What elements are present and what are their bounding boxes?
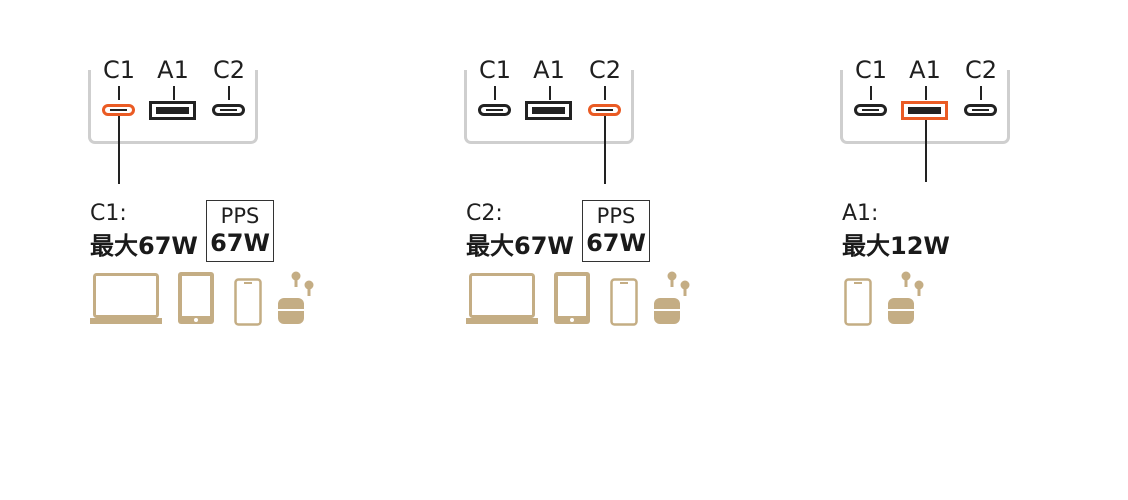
port-label-c2: C2 [212,56,246,84]
port-panel-c1: C1 A1 C2 C1: 最大67W PPS 67W [86,0,346,360]
usb-c-port-c1 [854,104,887,116]
label-tick-c1 [870,86,872,100]
charger-body [464,70,634,144]
port-label-c1: C1 [478,56,512,84]
earbuds-icon [654,271,690,324]
port-panel-a1: C1 A1 C2 A1: 最大12W [838,0,1098,360]
port-header: C2: [466,201,503,226]
port-panel-c2: C1 A1 C2 C2: 最大67W PPS 67W [462,0,722,360]
port-label-a1: A1 [533,56,565,84]
usb-a-port-a1 [525,101,572,120]
label-tick-a1 [549,86,551,100]
port-label-c2: C2 [588,56,622,84]
max-power: 最大12W [842,232,950,260]
phone-icon [234,278,262,326]
usb-c-port-c1 [478,104,511,116]
label-tick-c2 [604,86,606,100]
port-header: C1: [90,201,127,226]
port-header: A1: [842,201,879,226]
laptop-icon [466,273,538,324]
phone-icon [844,278,872,326]
usb-a-port-a1 [149,101,196,120]
pps-value: 67W [586,229,646,257]
port-label-c1: C1 [854,56,888,84]
leader-line [925,120,927,182]
label-tick-c2 [228,86,230,100]
label-tick-c1 [118,86,120,100]
pps-badge: PPS 67W [206,200,274,262]
port-label-c2: C2 [964,56,998,84]
usb-c-port-c2-highlighted [588,104,621,116]
usb-c-port-c2 [964,104,997,116]
earbuds-icon [888,271,924,324]
usb-c-port-c1-highlighted [102,104,135,116]
phone-icon [610,278,638,326]
port-label-a1: A1 [157,56,189,84]
label-tick-a1 [925,86,927,100]
label-tick-c2 [980,86,982,100]
usb-c-port-c2 [212,104,245,116]
earbuds-icon [278,271,314,324]
label-tick-a1 [173,86,175,100]
label-tick-c1 [494,86,496,100]
pps-label: PPS [220,204,260,228]
leader-line [604,116,606,184]
laptop-icon [90,273,162,324]
pps-label: PPS [596,204,636,228]
usb-a-port-a1-highlighted [901,101,948,120]
max-power: 最大67W [90,232,198,260]
tablet-icon [178,272,214,324]
charger-body [88,70,258,144]
port-label-c1: C1 [102,56,136,84]
max-power: 最大67W [466,232,574,260]
port-label-a1: A1 [909,56,941,84]
pps-badge: PPS 67W [582,200,650,262]
pps-value: 67W [210,229,270,257]
tablet-icon [554,272,590,324]
leader-line [118,116,120,184]
